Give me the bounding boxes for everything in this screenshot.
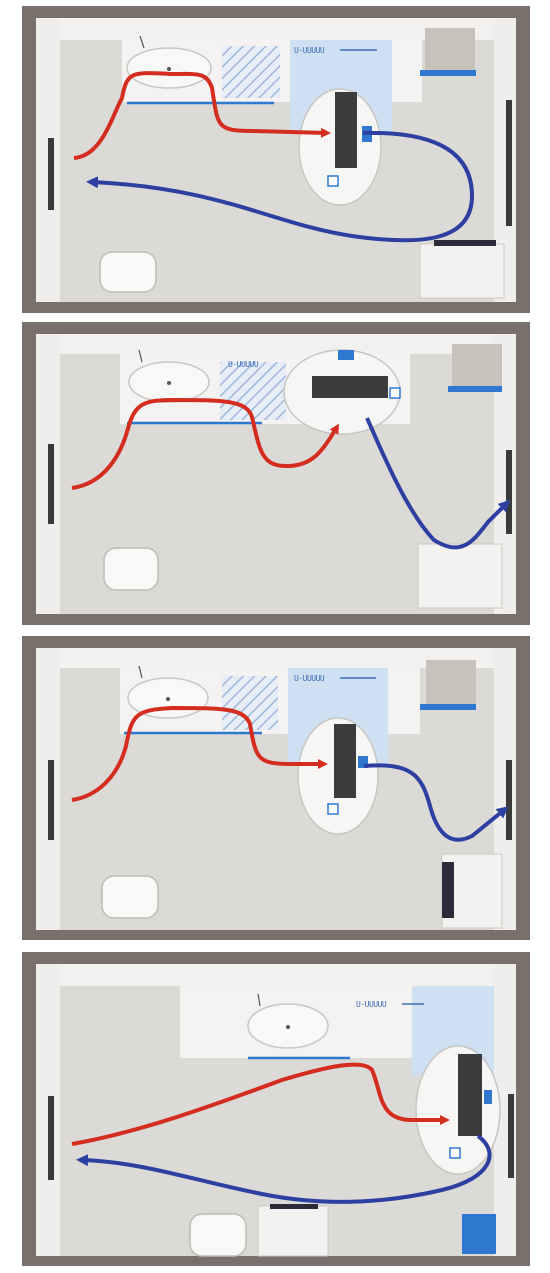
door-right: [506, 760, 512, 840]
floorplan-panel-2: U·UUUUU: [22, 322, 530, 625]
corner-unit: [420, 244, 504, 298]
rack-label: U·UUUUU: [294, 674, 325, 683]
rack-label: U·UUUUU: [356, 1000, 387, 1009]
rack-label: U·UUUUU: [294, 46, 325, 55]
rack-unit: [335, 92, 357, 168]
blue-module: [338, 350, 354, 360]
door-left: [48, 1096, 54, 1180]
drain-icon: [167, 381, 171, 385]
rack-label: U·UUUUU: [228, 360, 259, 369]
cabinet-blue-strip: [420, 704, 476, 710]
rack-unit: [312, 376, 388, 398]
drain-icon: [167, 67, 171, 71]
wall-top: [36, 964, 516, 986]
cabinet-top-right: [425, 28, 475, 74]
stool-icon: [190, 1214, 246, 1256]
corner-unit-screen: [442, 862, 454, 918]
blue-cabinet-bottom-right: [462, 1214, 496, 1254]
hatch-area: [222, 46, 280, 98]
floorplan-4: U·UUUUU: [22, 952, 530, 1266]
corner-unit-top: [270, 1204, 318, 1209]
door-left: [48, 760, 54, 840]
corner-unit-top: [434, 240, 496, 246]
floorplan-panel-1: U·UUUUU: [22, 6, 530, 313]
cabinet-blue-strip: [420, 70, 476, 76]
small-module-icon: [390, 388, 400, 398]
corner-unit: [258, 1206, 328, 1256]
stool-icon: [102, 876, 158, 918]
small-module-icon: [328, 804, 338, 814]
drain-icon: [286, 1025, 290, 1029]
cabinet-blue-strip: [448, 386, 502, 392]
wall-top: [36, 334, 516, 354]
floorplan-panel-4: U·UUUUU: [22, 952, 530, 1266]
cabinet-top-right: [452, 344, 502, 390]
floorplan-2: U·UUUUU: [22, 322, 530, 625]
small-module-icon: [328, 176, 338, 186]
cabinet-top-right: [426, 660, 476, 706]
door-left: [48, 444, 54, 524]
drain-icon: [166, 697, 170, 701]
door-right: [506, 450, 512, 534]
corner-unit: [418, 544, 502, 608]
hatch-area: [220, 362, 286, 420]
small-module-icon: [450, 1148, 460, 1158]
rack-unit: [458, 1054, 482, 1136]
rack-unit: [334, 724, 356, 798]
stool-icon: [100, 252, 156, 292]
floorplan-panel-3: U·UUUUU: [22, 636, 530, 940]
door-right: [506, 100, 512, 226]
door-right: [508, 1094, 514, 1178]
door-left: [48, 138, 54, 210]
floorplan-3: U·UUUUU: [22, 636, 530, 940]
stool-icon: [104, 548, 158, 590]
floorplan-1: U·UUUUU: [22, 6, 530, 313]
blue-module: [484, 1090, 492, 1104]
